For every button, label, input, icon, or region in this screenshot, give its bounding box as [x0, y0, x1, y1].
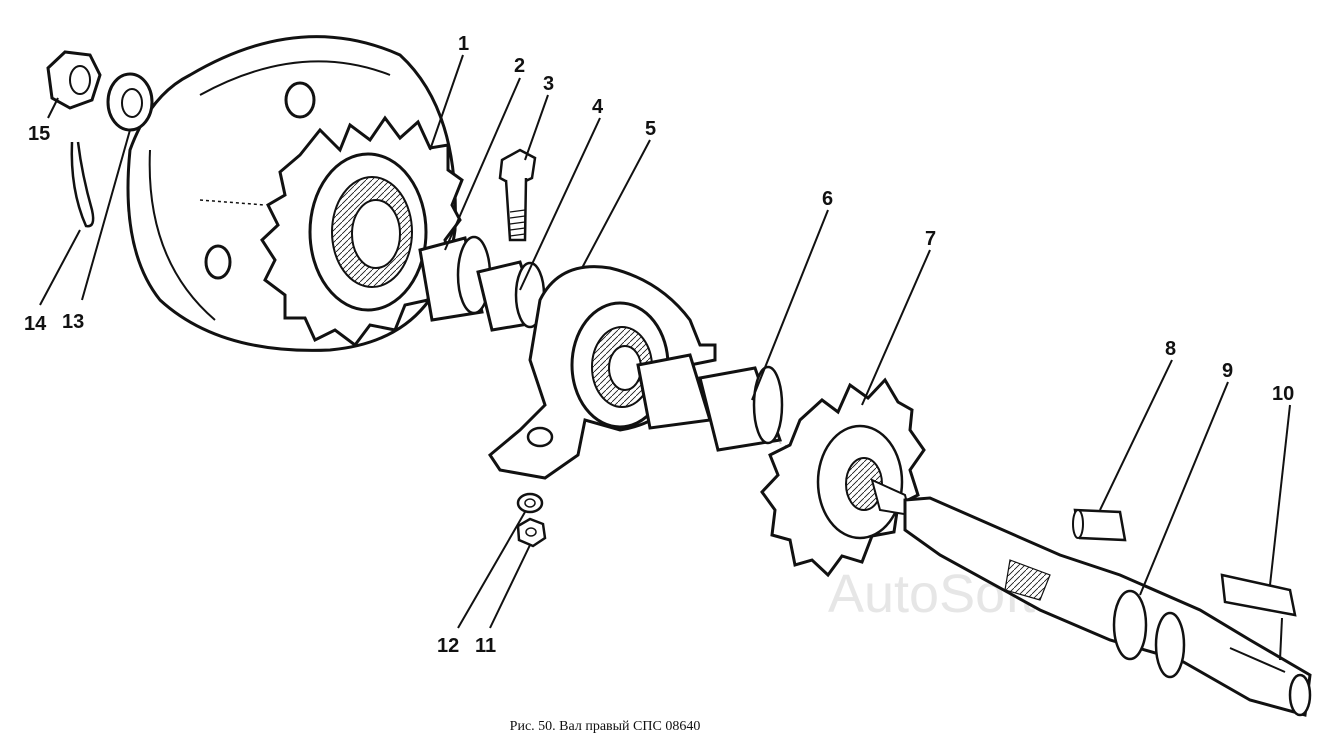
callout-12: 12 — [437, 635, 459, 657]
callout-14: 14 — [24, 313, 47, 335]
large-sprocket — [260, 115, 464, 348]
callout-15: 15 — [28, 123, 50, 145]
callout-8: 8 — [1165, 338, 1176, 360]
key-8 — [1072, 508, 1127, 542]
callout-2: 2 — [514, 55, 525, 77]
callout-9: 9 — [1222, 360, 1233, 382]
callout-10: 10 — [1272, 383, 1294, 405]
callout-6: 6 — [822, 188, 833, 210]
cotter-pin-14 — [70, 141, 95, 228]
sleeve-6 — [698, 365, 784, 452]
callout-5: 5 — [645, 118, 656, 140]
key-10 — [1220, 573, 1297, 617]
callout-4: 4 — [592, 96, 604, 118]
small-sprocket — [760, 377, 926, 578]
bolt-3 — [498, 148, 537, 242]
main-shaft-9 — [870, 478, 1312, 717]
shaft-middle — [636, 353, 712, 430]
nut-11 — [516, 517, 547, 548]
castle-nut-15 — [46, 50, 102, 110]
callout-13: 13 — [62, 311, 84, 333]
washer-12 — [516, 492, 544, 514]
bushing-4 — [476, 260, 546, 332]
callout-7: 7 — [925, 228, 936, 250]
callout-3: 3 — [543, 73, 554, 95]
callout-11: 11 — [475, 635, 496, 657]
washer-13 — [106, 72, 154, 132]
figure-caption: Рис. 50. Вал правый СПС 08640 — [509, 719, 701, 734]
callout-1: 1 — [458, 33, 469, 55]
leader-lines — [39, 54, 1291, 661]
